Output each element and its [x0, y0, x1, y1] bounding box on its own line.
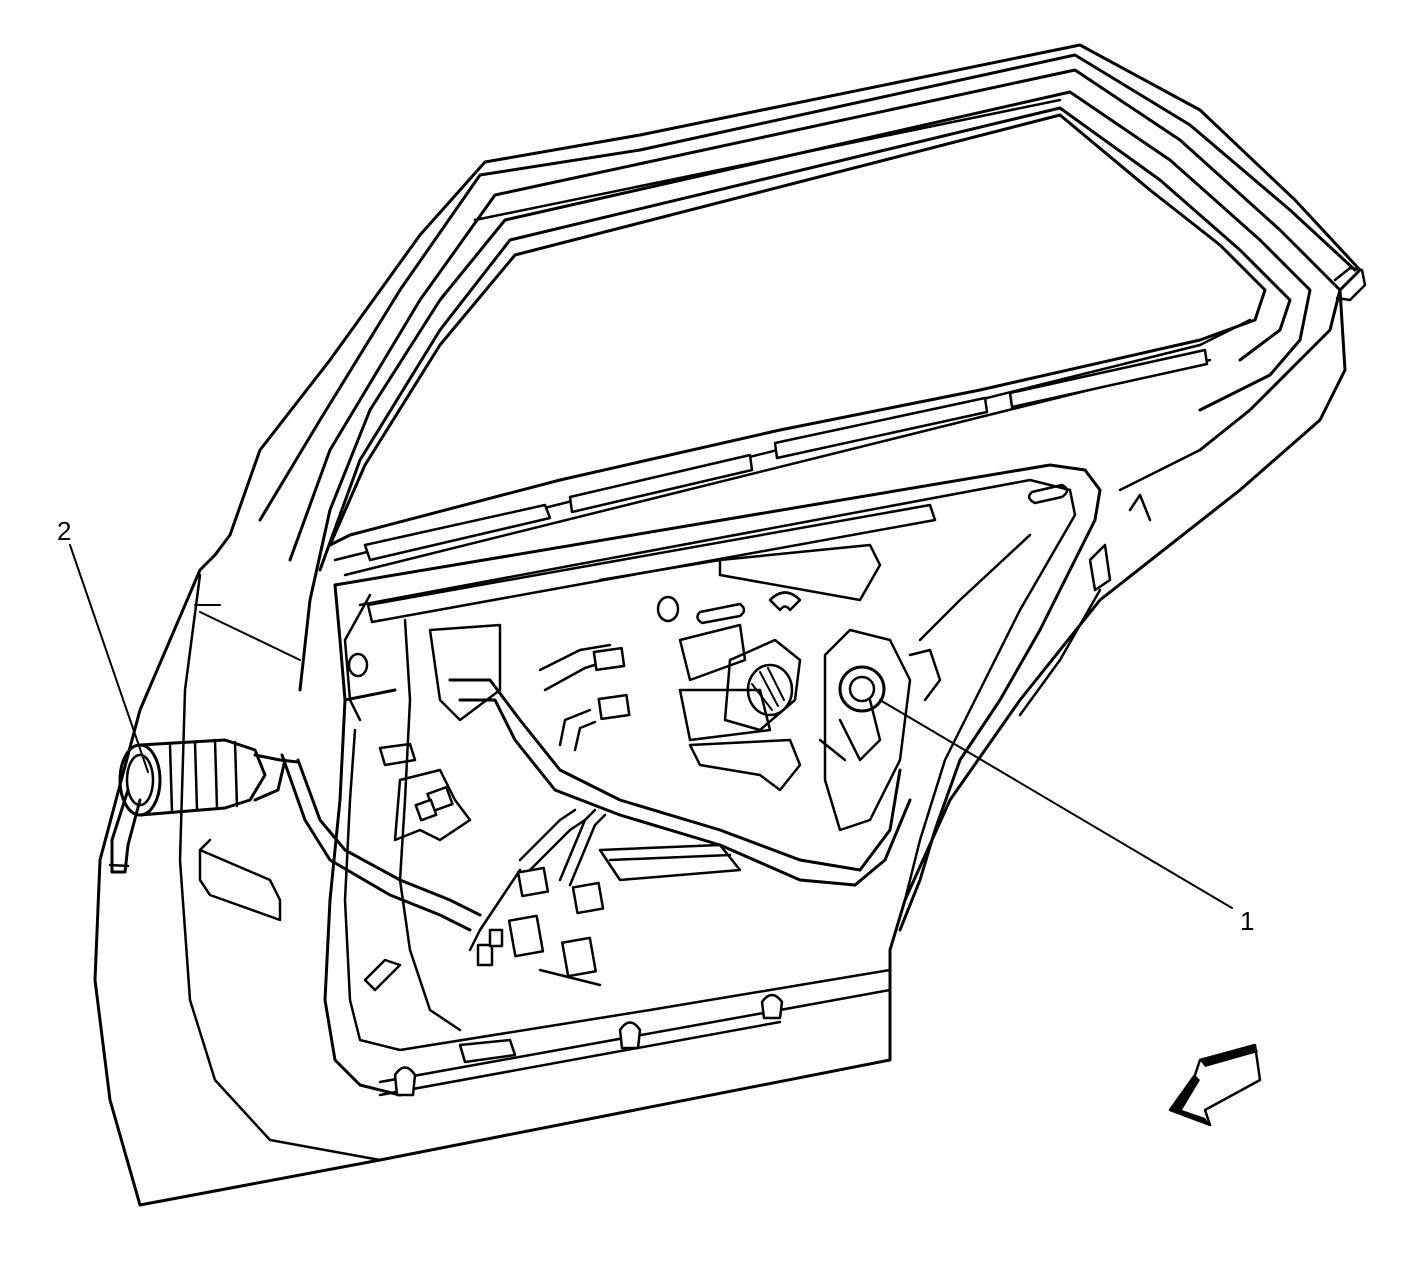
harness-grommet	[108, 738, 300, 874]
belt-seal-blocks	[363, 348, 1209, 562]
door-inner-panel	[323, 463, 1102, 1097]
callout-label-2: 2	[57, 516, 71, 546]
callout-leaders	[69, 544, 1233, 909]
callout-2-leader	[69, 544, 149, 773]
callout-1-leader	[879, 699, 1233, 909]
window-regulator-assembly	[678, 623, 942, 832]
callout-label-1: 1	[1240, 906, 1254, 936]
view-direction-arrow-icon	[1168, 1043, 1262, 1127]
lower-reinforcement	[198, 838, 282, 922]
door-hinge-side	[1018, 448, 1202, 717]
wiring-harness	[280, 643, 912, 1097]
